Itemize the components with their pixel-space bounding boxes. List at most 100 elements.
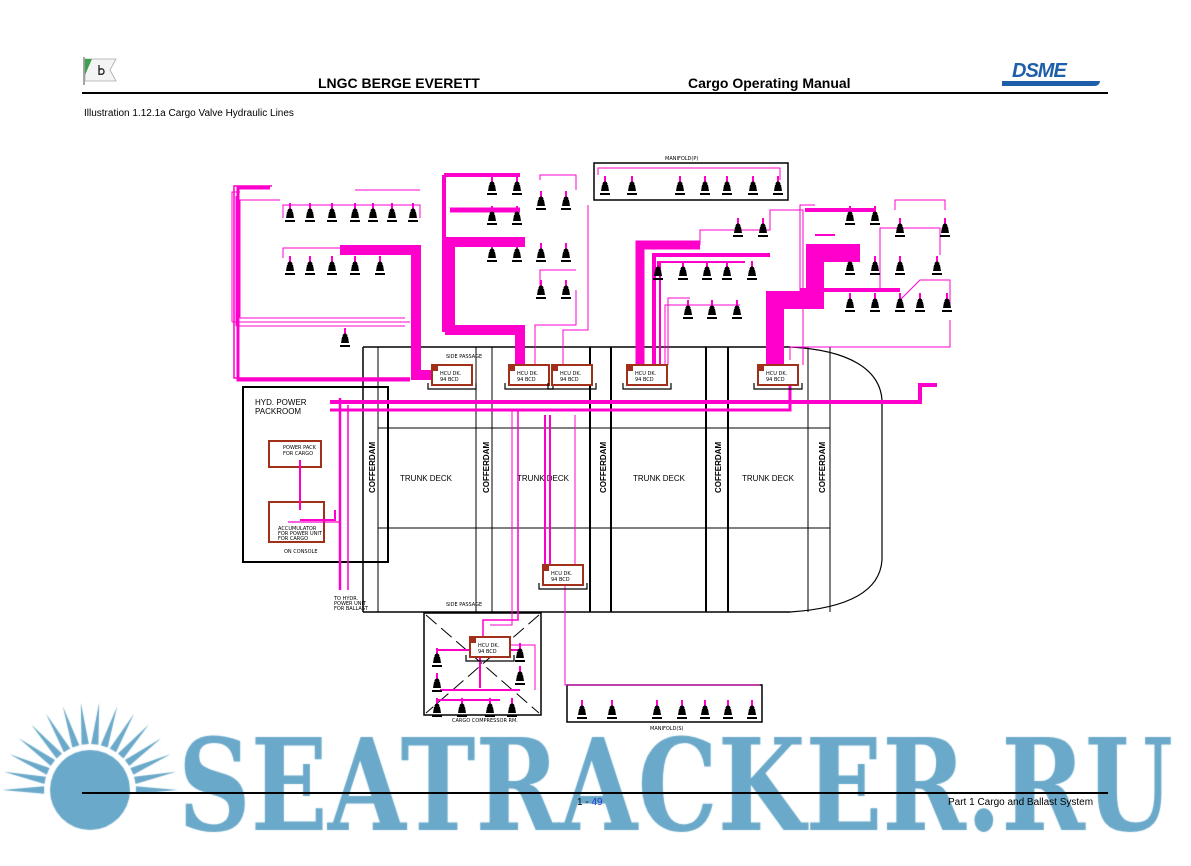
valve-icon bbox=[733, 218, 743, 237]
hydraulic-line bbox=[879, 227, 941, 290]
accumulator-label-3: FOR CARGO bbox=[278, 536, 308, 542]
power-pack-label-2: FOR CARGO bbox=[283, 451, 313, 457]
valve-icon bbox=[773, 176, 783, 195]
hcu-label: HCU DK. bbox=[478, 643, 500, 649]
hydraulic-line bbox=[236, 186, 410, 382]
hcu-box: HCU DK.94 BCD bbox=[622, 364, 672, 390]
power-room-label-1: HYD. POWER bbox=[255, 398, 307, 407]
cofferdam-4: COFFERDAM bbox=[714, 442, 723, 493]
valve-icon bbox=[722, 176, 732, 195]
valve-icon bbox=[561, 191, 571, 210]
valve-icon bbox=[350, 203, 360, 222]
hcu-box: HCU DK.94 BCD bbox=[465, 636, 515, 662]
hydraulic-line bbox=[282, 204, 421, 218]
valve-icon bbox=[507, 698, 517, 717]
hcu-label-2: 94 BCD bbox=[440, 377, 459, 383]
valve-icon bbox=[677, 700, 687, 719]
dsme-logo: DSME bbox=[1012, 60, 1067, 82]
valve-icon bbox=[536, 243, 546, 262]
valve-icon bbox=[747, 700, 757, 719]
hydraulic-line bbox=[664, 304, 740, 365]
valve-icon bbox=[487, 243, 497, 262]
trunk-deck-4: TRUNK DECK bbox=[742, 474, 795, 483]
hydraulic-line bbox=[766, 244, 860, 365]
hydraulic-line bbox=[490, 410, 513, 626]
hydraulic-line bbox=[235, 196, 405, 327]
hydraulic-line bbox=[445, 237, 525, 365]
hydraulic-lines bbox=[231, 167, 951, 701]
valve-icon bbox=[305, 203, 315, 222]
valve-icon bbox=[747, 261, 757, 280]
valve-icon bbox=[285, 203, 295, 222]
to-ballast-label-3: FOR BALLAST bbox=[334, 606, 369, 612]
valve-icon bbox=[683, 300, 693, 319]
on-console-label: ON CONSOLE bbox=[284, 549, 318, 555]
hcu-label-2: 94 BCD bbox=[551, 577, 570, 583]
hcu-box: HCU DK.94 BCD bbox=[504, 364, 554, 390]
hydraulic-line bbox=[534, 290, 577, 365]
hydraulic-line bbox=[597, 167, 781, 180]
valve-icon bbox=[915, 293, 925, 312]
valve-icon bbox=[758, 218, 768, 237]
company-flag-logo bbox=[83, 57, 117, 85]
valve-icon bbox=[845, 256, 855, 275]
valve-icon bbox=[932, 256, 942, 275]
valve-icon bbox=[732, 300, 742, 319]
footer-rule bbox=[82, 792, 1108, 794]
valve-icon bbox=[515, 666, 525, 685]
hcu-label: HCU DK. bbox=[440, 371, 462, 377]
valve-icon bbox=[700, 176, 710, 195]
hcu-label-2: 94 BCD bbox=[560, 377, 579, 383]
valve-icon bbox=[487, 176, 497, 195]
valve-icon bbox=[707, 300, 717, 319]
valve-icon bbox=[678, 261, 688, 280]
hydraulic-line bbox=[667, 297, 690, 365]
cofferdam-5: COFFERDAM bbox=[818, 442, 827, 493]
hydraulic-line bbox=[539, 269, 576, 290]
valve-icon bbox=[327, 203, 337, 222]
side-passage-bottom: SIDE PASSAGE bbox=[446, 602, 482, 608]
hydraulic-line bbox=[894, 199, 946, 210]
hcu-label-2: 94 BCD bbox=[766, 377, 785, 383]
hcu-box: HCU DK.94 BCD bbox=[427, 364, 477, 390]
hcu-box: HCU DK.94 BCD bbox=[753, 364, 803, 390]
valve-icon bbox=[652, 700, 662, 719]
side-passage-top: SIDE PASSAGE bbox=[446, 354, 482, 360]
manifold-s-label: MANIFOLD(S) bbox=[650, 726, 684, 732]
valve-icon bbox=[723, 700, 733, 719]
power-pack-label: POWER PACK bbox=[283, 445, 317, 451]
valve-icon bbox=[387, 203, 397, 222]
valve-icon bbox=[702, 261, 712, 280]
valve-icon bbox=[536, 191, 546, 210]
hydraulic-line bbox=[539, 174, 577, 190]
valve-icon bbox=[515, 643, 525, 662]
valve-icon bbox=[561, 243, 571, 262]
cofferdam-2: COFFERDAM bbox=[482, 442, 491, 493]
hydraulic-line bbox=[330, 385, 792, 412]
hydraulic-line bbox=[500, 644, 536, 690]
page-number: 1 - 49 bbox=[577, 797, 603, 808]
valve-icon bbox=[577, 700, 587, 719]
hcu-label: HCU DK. bbox=[560, 371, 582, 377]
valve-icon bbox=[561, 280, 571, 299]
hydraulic-line bbox=[482, 410, 519, 640]
valve-icon bbox=[940, 218, 950, 237]
hcu-label: HCU DK. bbox=[551, 571, 573, 577]
page-prefix: 1 - bbox=[577, 797, 592, 808]
hydraulic-line bbox=[899, 279, 951, 305]
hydraulic-line bbox=[231, 191, 410, 323]
valve-icon bbox=[870, 206, 880, 225]
valve-icon bbox=[350, 256, 360, 275]
valve-icon bbox=[327, 256, 337, 275]
hcu-box: HCU DK.94 BCD bbox=[538, 564, 588, 590]
footer-part: Part 1 Cargo and Ballast System bbox=[948, 797, 1094, 808]
valve-icon bbox=[512, 206, 522, 225]
valve-icon bbox=[375, 256, 385, 275]
hcu-box: HCU DK.94 BCD bbox=[547, 364, 597, 390]
hcu-label: HCU DK. bbox=[766, 371, 788, 377]
valve-icon bbox=[627, 176, 637, 195]
page-number-link[interactable]: 49 bbox=[591, 797, 603, 808]
valve-icon bbox=[895, 293, 905, 312]
valve-icon bbox=[600, 176, 610, 195]
